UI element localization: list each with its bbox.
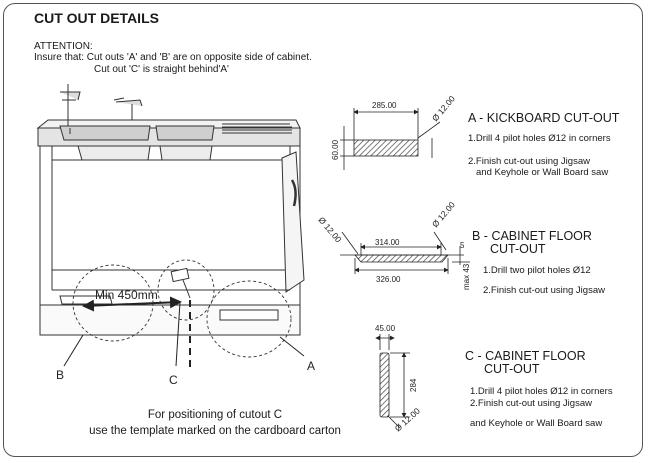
section-b-step-1: 1.Drill two pilot holes Ø12 — [483, 265, 591, 276]
section-a-step-1: 1.Drill 4 pilot holes Ø12 in corners — [468, 133, 611, 144]
b-hole-dim-right: Ø 12.00 — [430, 199, 457, 229]
section-a-heading: A - KICKBOARD CUT-OUT — [468, 111, 620, 125]
b-bottom-dim: 326.00 — [376, 275, 401, 284]
section-c-heading-1: C - CABINET FLOOR — [465, 349, 586, 363]
section-c-step-2: 2.Finish cut-out using Jigsaw — [470, 398, 592, 409]
a-hole-dim: Ø 12.00 — [430, 93, 457, 123]
section-b-heading-2: CUT-OUT — [490, 242, 546, 256]
b-depth-dim: 5 — [460, 241, 465, 250]
c-leader — [175, 301, 181, 367]
footer-line-1: For positioning of cutout C — [147, 409, 283, 421]
cabinet-floor-b-drawing — [340, 231, 470, 274]
a-height-dim: 60.00 — [331, 139, 340, 160]
footer-line-2: use the template marked on the cardboard… — [89, 425, 341, 437]
min-distance-dimension: Min 450mm — [82, 288, 182, 312]
outer-frame — [3, 3, 643, 457]
section-a-step-3: and Keyhole or Wall Board saw — [476, 167, 609, 178]
kickboard-cutout-drawing — [340, 108, 441, 170]
b-max-dim: max 43 — [462, 263, 471, 290]
attention-line-1: Insure that: Cut outs 'A' and 'B' are on… — [34, 52, 312, 63]
section-b-step-2: 2.Finish cut-out using Jigsaw — [483, 285, 605, 296]
c-width-dim: 45.00 — [375, 324, 396, 333]
b-leader — [63, 334, 84, 367]
b-top-dim: 314.00 — [375, 238, 400, 247]
a-leader — [279, 336, 305, 357]
section-a-step-2: 2.Finish cut-out using Jigsaw — [468, 156, 590, 167]
attention-line-2: Cut out 'C' is straight behind'A' — [94, 64, 229, 75]
c-length-dim: 284 — [409, 378, 418, 392]
attention-label: ATTENTION: — [34, 41, 93, 52]
section-c-step-1: 1.Drill 4 pilot holes Ø12 in corners — [470, 386, 613, 397]
section-b-heading-1: B - CABINET FLOOR — [472, 229, 592, 243]
page-title: CUT OUT DETAILS — [34, 10, 159, 26]
section-c-heading-2: CUT-OUT — [484, 362, 540, 376]
b-hole-dim-left: Ø 12.00 — [316, 215, 343, 245]
sink-cabinet-illustration — [36, 84, 305, 336]
cabinet-floor-c-drawing — [375, 334, 410, 429]
marker-a: A — [307, 359, 315, 373]
a-width-dim: 285.00 — [372, 101, 397, 110]
marker-b: B — [56, 368, 64, 382]
min-distance-label: Min 450mm — [95, 288, 158, 302]
section-c-step-3: and Keyhole or Wall Board saw — [470, 418, 603, 429]
marker-c: C — [169, 373, 178, 387]
